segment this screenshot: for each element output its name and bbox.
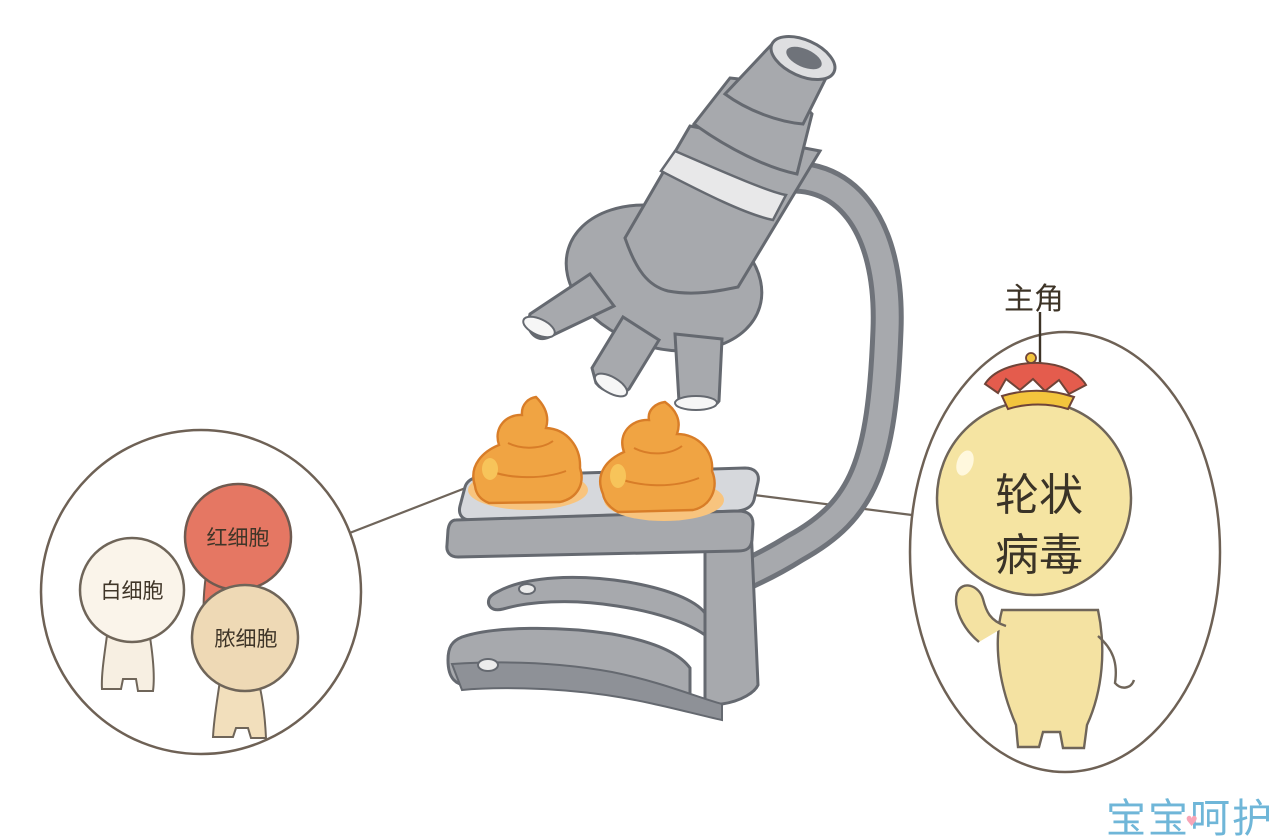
virus-head-highlight [956,450,974,476]
poop-left-swirl-1 [492,470,567,479]
poop-left [472,395,583,505]
clamp-screw [518,583,536,595]
white-cell-head [78,536,186,644]
microscope-arm [726,165,899,590]
tube-ring [659,149,788,222]
protagonist-marker: 主角 [1004,282,1064,365]
left-connector-line [346,480,482,536]
crown-top [983,361,1088,396]
objective-lens-1-tip [522,315,556,339]
virus-label-line2: 病毒 [995,530,1083,581]
rotavirus-character: 轮状 病毒 [935,352,1136,750]
objective-lens-3-tip [674,395,718,411]
virus-fist-arm [954,584,1007,643]
poop-right-swirl-2 [633,445,683,455]
white-cell-character: 白细胞 [78,536,186,692]
crown [983,352,1088,411]
poop-sample-left [468,395,588,510]
pus-cell-label: 脓细胞 [215,627,278,651]
objective-lens-2-tip [593,372,629,398]
poop-right-swirl-1 [619,477,700,487]
crown-band [1000,389,1076,411]
base-screw-left [477,658,499,672]
white-cell-label: 白细胞 [101,579,164,603]
microscope-clamp [487,575,707,638]
virus-hip-arm [1097,635,1136,689]
poop-left-swirl-2 [507,440,554,449]
pus-cell-character: 脓细胞 [190,583,300,739]
microscope-base-shadow [450,661,723,722]
poop-right [599,400,716,514]
watermark-logo: 宝宝呵护 ♥ [1106,799,1274,839]
pus-cell-head [190,583,300,693]
red-cell-label: 红细胞 [207,526,270,550]
poop-right-highlight [610,464,626,488]
virus-label-line1: 轮状 [995,470,1083,521]
poop-sample-right [599,400,724,521]
poop-left-highlight [482,458,498,480]
protagonist-label: 主角 [1004,282,1064,317]
white-cell-body [100,626,155,692]
microscope-stage-front [445,509,755,559]
eyepiece-opening [786,46,822,70]
watermark-text: 宝宝呵护 [1106,796,1274,839]
virus-body [996,608,1104,750]
heart-icon: ♥ [1185,814,1200,830]
crown-jewel [1025,352,1037,364]
microscope [445,35,904,722]
